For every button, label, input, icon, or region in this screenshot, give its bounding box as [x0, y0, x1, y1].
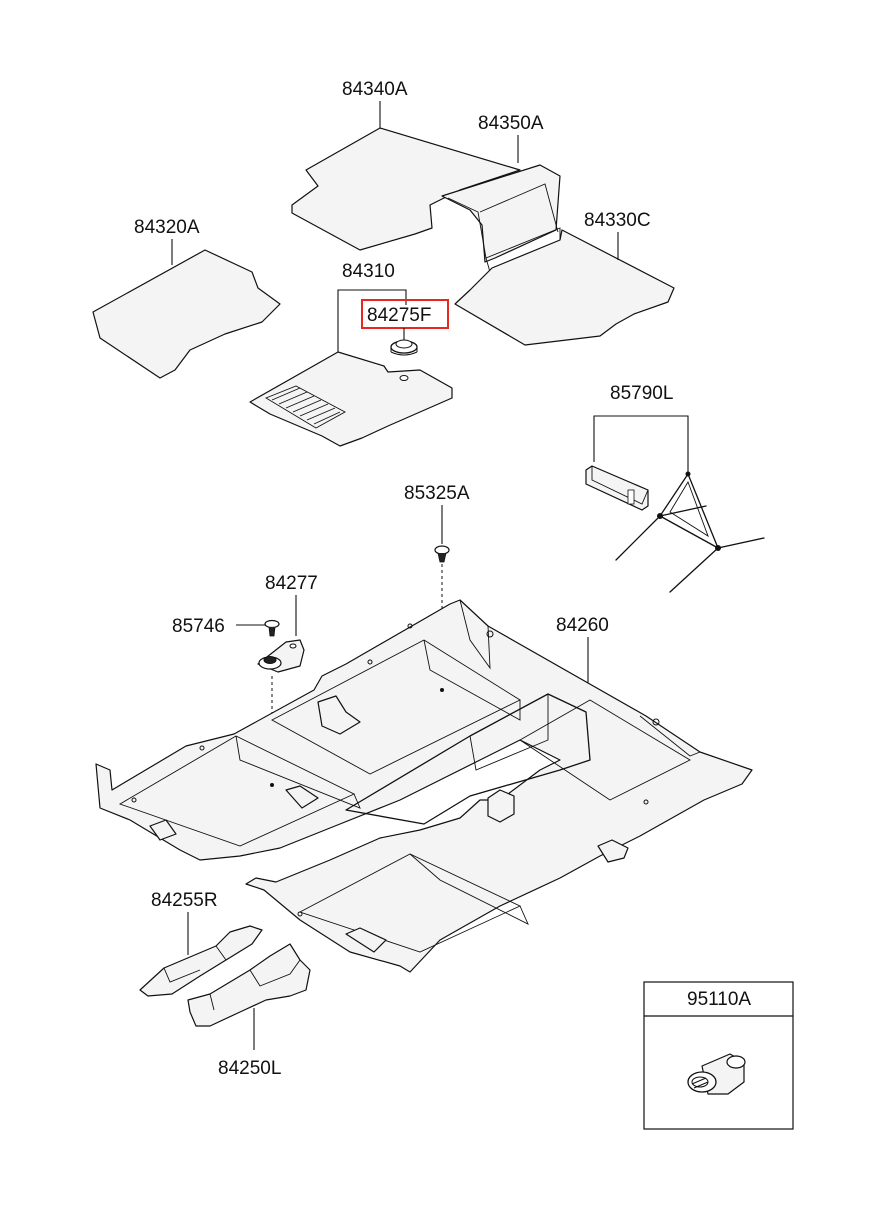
label-84350A[interactable]: 84350A — [478, 113, 544, 134]
label-85746[interactable]: 85746 — [172, 616, 225, 637]
label-84275F[interactable]: 84275F — [367, 305, 431, 326]
grommet-84275F[interactable] — [390, 339, 418, 356]
label-84330C[interactable]: 84330C — [584, 210, 651, 231]
rear-mat-84310[interactable] — [249, 351, 453, 447]
label-84310[interactable]: 84310 — [342, 261, 395, 282]
bracket-84277[interactable] — [257, 639, 305, 673]
floor-carpet-84260[interactable] — [95, 599, 753, 973]
label-84260[interactable]: 84260 — [556, 615, 609, 636]
clip-85325A[interactable] — [434, 545, 450, 563]
rear-left-mat-84320A[interactable] — [92, 249, 281, 379]
insulator-84250L[interactable] — [187, 943, 311, 1027]
label-84255R[interactable]: 84255R — [151, 890, 218, 911]
leader-84310 — [337, 289, 407, 352]
front-right-mat-84330C[interactable] — [454, 229, 675, 346]
label-84277[interactable]: 84277 — [265, 573, 318, 594]
inset-95110A — [643, 981, 794, 1130]
label-84320A[interactable]: 84320A — [134, 217, 200, 238]
highlight-box-84275F — [361, 299, 449, 329]
console-mat-84350A[interactable] — [441, 164, 561, 273]
label-85325A[interactable]: 85325A — [404, 483, 470, 504]
label-84340A[interactable]: 84340A — [342, 79, 408, 100]
label-84250L[interactable]: 84250L — [218, 1058, 281, 1079]
label-85790L[interactable]: 85790L — [610, 383, 673, 404]
warning-triangle-85790L[interactable] — [615, 471, 765, 593]
warning-triangle-case-85790L[interactable] — [585, 465, 649, 511]
bolt-85746[interactable] — [264, 619, 280, 637]
label-95110A[interactable]: 95110A — [687, 989, 751, 1010]
clip-95110A[interactable] — [687, 1053, 746, 1095]
leader-85790L — [593, 415, 689, 474]
insulator-84255R[interactable] — [139, 925, 263, 997]
